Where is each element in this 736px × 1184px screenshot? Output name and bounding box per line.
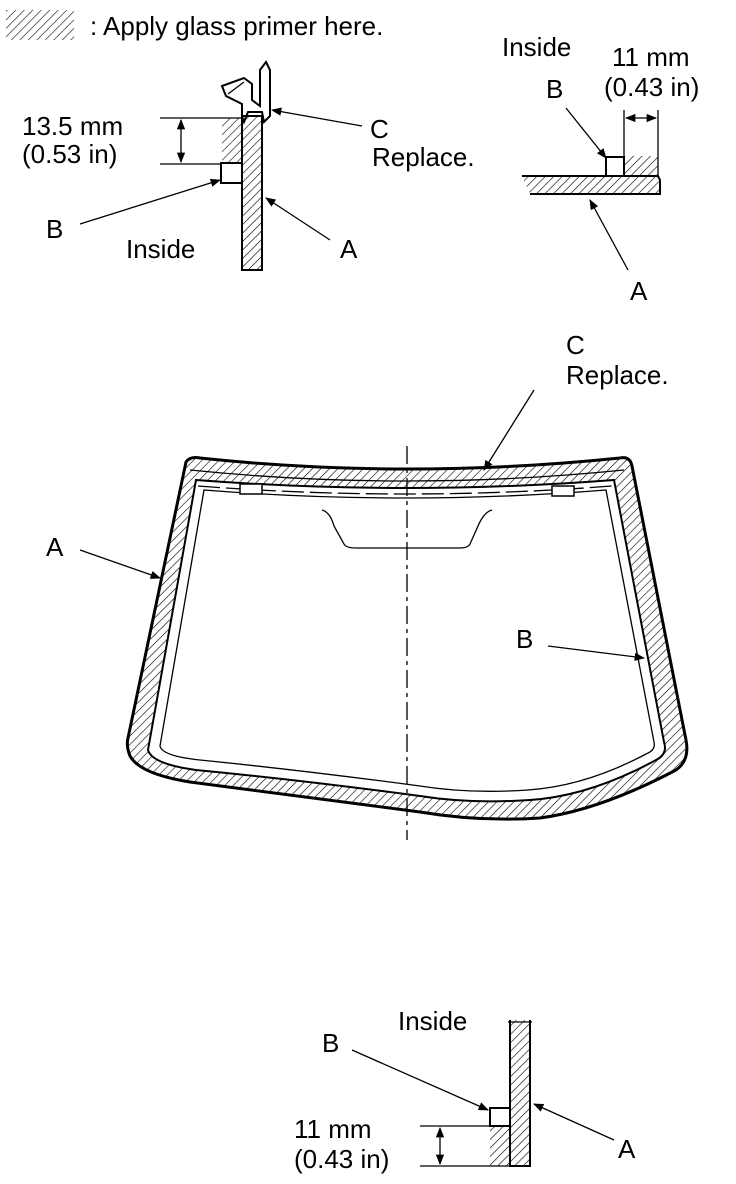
adhesive-b — [605, 156, 625, 177]
glass-a — [509, 1020, 531, 1167]
clip-right — [551, 485, 575, 497]
label-b: B — [322, 1028, 339, 1058]
dim-mm: 11 mm — [612, 42, 690, 72]
bottom-detail: Inside B 11 mm (0.43 in) A — [294, 1006, 636, 1174]
label-a: A — [618, 1134, 636, 1164]
replace-text: Replace. — [566, 360, 669, 390]
primer-area — [624, 156, 658, 176]
legend: : Apply glass primer here. — [6, 10, 383, 41]
label-a: A — [340, 234, 358, 264]
mirror-area — [321, 509, 493, 549]
dim-in: (0.43 in) — [294, 1144, 389, 1174]
primer-band — [127, 457, 687, 820]
replace-text: Replace. — [372, 142, 475, 172]
adhesive-bead-inner — [159, 489, 655, 792]
primer-area — [490, 1126, 510, 1166]
label-c: C — [370, 114, 389, 144]
label-b: B — [516, 624, 533, 654]
adhesive-bead — [146, 478, 666, 803]
dim-in: (0.53 in) — [22, 139, 117, 169]
glass-a — [241, 115, 263, 271]
label-b: B — [46, 214, 63, 244]
label-a: A — [630, 276, 648, 306]
label-c: C — [566, 330, 585, 360]
inside-text: Inside — [126, 234, 195, 264]
dim-mm: 11 mm — [294, 1114, 372, 1144]
primer-area — [222, 118, 242, 164]
inside-text: Inside — [502, 32, 571, 62]
dim-mm: 13.5 mm — [22, 111, 123, 141]
windshield: C Replace. A B — [46, 330, 689, 840]
clip-left — [239, 483, 263, 495]
label-a: A — [46, 532, 64, 562]
adhesive-b — [220, 162, 243, 184]
top-left-detail: 13.5 mm (0.53 in) B C Replace. Inside A — [22, 60, 475, 271]
adhesive-b — [489, 1107, 511, 1127]
top-right-detail: Inside B 11 mm (0.43 in) A — [502, 32, 699, 306]
inside-text: Inside — [398, 1006, 467, 1036]
dim-in: (0.43 in) — [604, 72, 699, 102]
label-b: B — [546, 74, 563, 104]
molding-c — [220, 60, 271, 125]
glass-a — [522, 175, 661, 195]
legend-text: : Apply glass primer here. — [90, 11, 383, 41]
hatch-swatch — [6, 10, 74, 40]
